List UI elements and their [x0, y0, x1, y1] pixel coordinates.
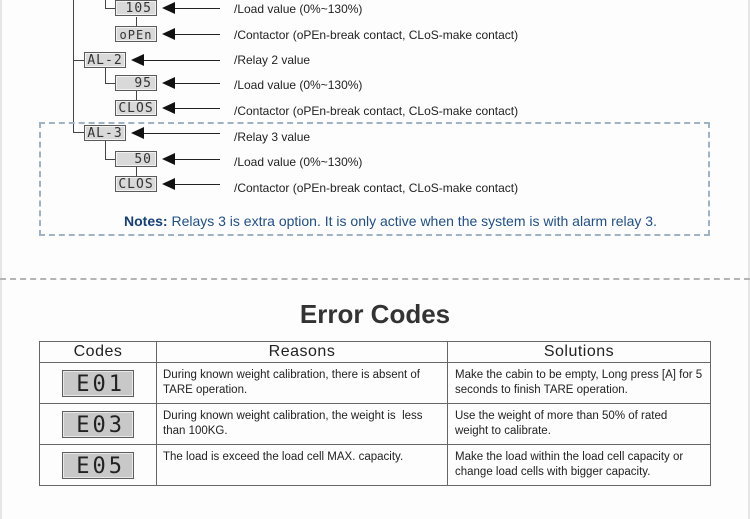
arrow-shaft [175, 108, 220, 109]
tree-line-al3-v2 [136, 167, 137, 176]
table-row: E03 During known weight calibration, the… [39, 403, 711, 445]
lcd-error-code: E05 [62, 451, 134, 479]
error-codes-table: Codes Reasons Solutions E01 During known… [39, 341, 711, 486]
label-load-value-2: /Load value (0%~130%) [234, 78, 363, 92]
label-relay-3: /Relay 3 value [234, 130, 311, 144]
arrow-left-icon [131, 127, 144, 139]
lcd-load-2: 95 [115, 75, 157, 91]
table-row: E05 The load is exceed the load cell MAX… [39, 444, 711, 486]
tree-line-al2-v2 [136, 91, 137, 100]
page-edge-left [0, 0, 2, 519]
arrow-shaft [144, 60, 220, 61]
tree-line-al3-v [105, 141, 106, 159]
header-codes: Codes [39, 341, 157, 363]
tree-trunk-line [73, 0, 74, 132]
code-cell: E01 [39, 362, 157, 404]
label-contactor-2: /Contactor (oPEn-break contact, CLoS-mak… [234, 104, 519, 118]
table-row: E01 During known weight calibration, the… [39, 362, 711, 404]
lcd-relay-3: AL-3 [84, 125, 126, 141]
lcd-error-code: E03 [62, 410, 134, 438]
solution-cell: Use the weight of more than 50% of rated… [447, 403, 711, 445]
arrow-shaft [175, 34, 220, 35]
table-header-row: Codes Reasons Solutions [39, 341, 711, 363]
header-solutions: Solutions [447, 341, 711, 363]
lcd-load-1: 105 [115, 0, 157, 16]
arrow-left-icon [162, 28, 175, 40]
arrow-shaft [144, 133, 220, 134]
section-divider [0, 278, 750, 280]
tree-branch-al3 [73, 132, 84, 133]
header-reasons: Reasons [156, 341, 448, 363]
relay3-notes-box [39, 122, 710, 236]
tree-line-top-v2 [136, 17, 137, 27]
arrow-shaft [175, 159, 220, 160]
tree-line-top [105, 0, 106, 9]
tree-line-al3-h [105, 159, 116, 160]
arrow-left-icon [162, 77, 175, 89]
tree-line-top-h [105, 8, 116, 9]
reason-cell: During known weight calibration, the wei… [156, 403, 448, 445]
reason-cell: During known weight calibration, there i… [156, 362, 448, 404]
arrow-left-icon [162, 153, 175, 165]
code-cell: E05 [39, 444, 157, 486]
solution-cell: Make the cabin to be empty, Long press [… [447, 362, 711, 404]
notes-label: Notes: [124, 213, 168, 229]
solution-cell: Make the load within the load cell capac… [447, 444, 711, 486]
lcd-contactor-2: CLOS [115, 100, 157, 116]
tree-line-al2-h [105, 83, 116, 84]
lcd-contactor-1: oPEn [115, 26, 157, 42]
label-relay-2: /Relay 2 value [234, 53, 311, 67]
tree-branch-al2 [73, 60, 84, 61]
lcd-load-3: 50 [115, 151, 157, 167]
arrow-left-icon [162, 2, 175, 14]
arrow-left-icon [162, 102, 175, 114]
lcd-error-code: E01 [62, 369, 134, 397]
notes-body: Relays 3 is extra option. It is only act… [167, 213, 657, 229]
code-cell: E03 [39, 403, 157, 445]
arrow-left-icon [131, 54, 144, 66]
label-contactor-3: /Contactor (oPEn-break contact, CLoS-mak… [234, 181, 519, 195]
lcd-contactor-3: CLOS [115, 176, 157, 192]
reason-cell: The load is exceed the load cell MAX. ca… [156, 444, 448, 486]
label-load-value-1: /Load value (0%~130%) [234, 2, 363, 16]
notes-text: Notes: Relays 3 is extra option. It is o… [124, 213, 657, 229]
arrow-shaft [175, 184, 220, 185]
tree-line-al2-v [105, 68, 106, 83]
label-contactor-1: /Contactor (oPEn-break contact, CLoS-mak… [234, 28, 519, 42]
error-codes-title: Error Codes [299, 299, 451, 329]
arrow-shaft [175, 83, 220, 84]
label-load-value-3: /Load value (0%~130%) [234, 155, 363, 169]
lcd-relay-2: AL-2 [84, 52, 126, 68]
arrow-left-icon [162, 178, 175, 190]
arrow-shaft [175, 8, 220, 9]
page-edge-right [748, 0, 750, 519]
